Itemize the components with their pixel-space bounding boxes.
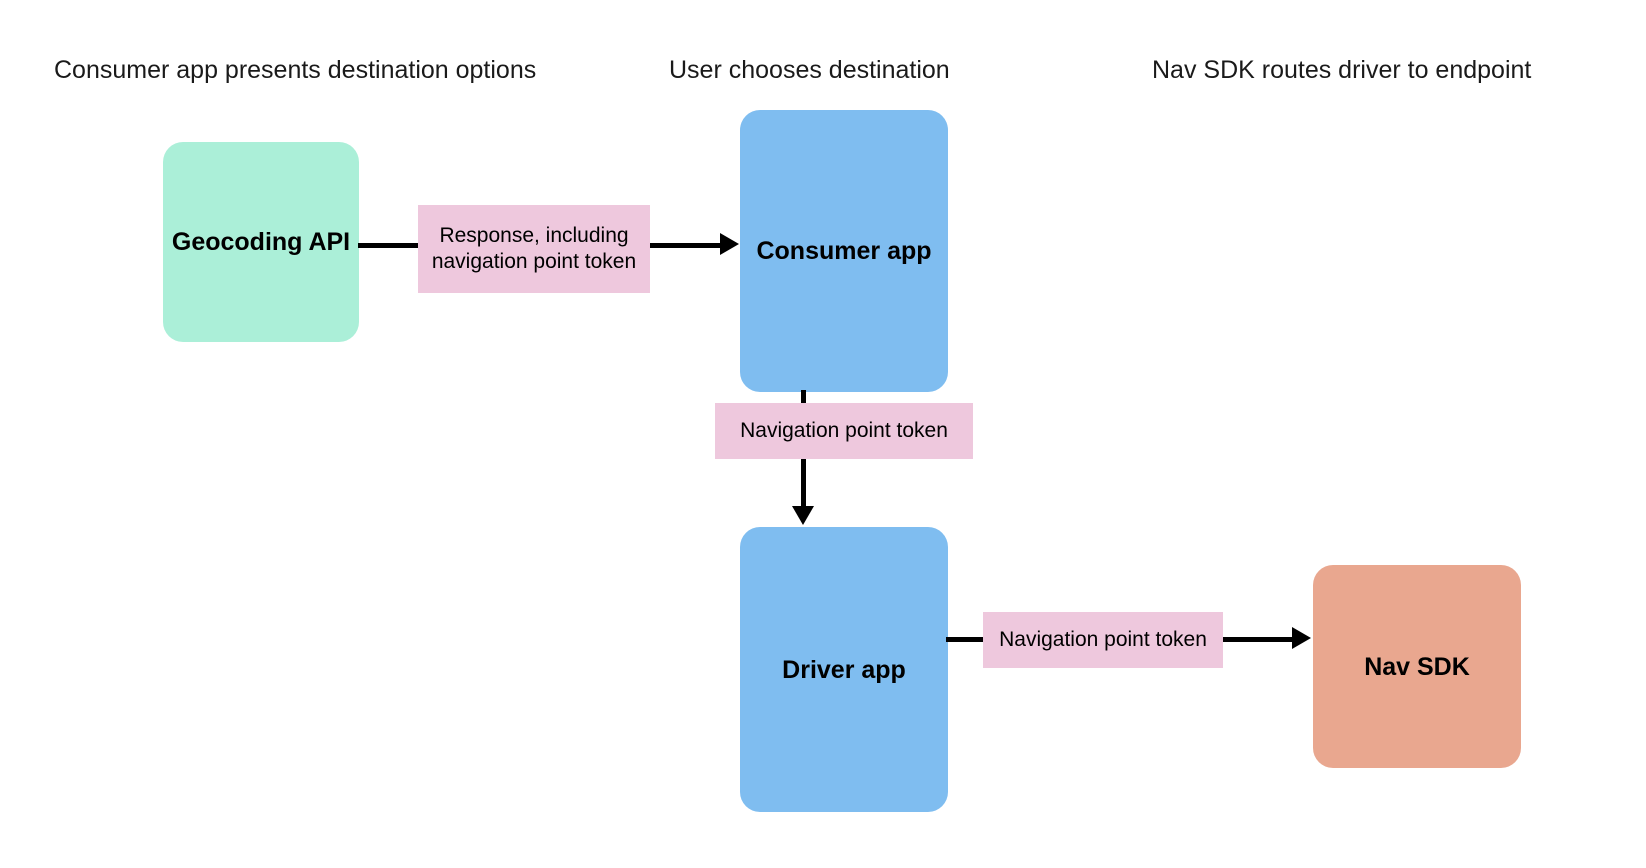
node-driver-app[interactable]: Driver app [740, 527, 948, 812]
edge-label-consumer-to-driver: Navigation point token [715, 403, 973, 459]
edge-label-text: Navigation point token [740, 419, 948, 442]
connector-label-to-consumer-app [648, 243, 723, 248]
node-label-geocoding-api: Geocoding API [171, 228, 351, 256]
connector-label-to-nav-sdk [1221, 637, 1296, 642]
node-label-driver-app: Driver app [782, 655, 906, 684]
edge-label-text: Response, including navigation point tok… [431, 224, 637, 273]
arrowhead-right-icon [720, 233, 739, 255]
column-caption-consumer: Consumer app presents destination option… [54, 56, 537, 84]
node-label-nav-sdk: Nav SDK [1364, 652, 1470, 681]
node-geocoding-api[interactable]: Geocoding API [163, 142, 359, 342]
connector-consumer-app-to-label [801, 390, 806, 408]
node-nav-sdk[interactable]: Nav SDK [1313, 565, 1521, 768]
arrowhead-down-icon [792, 506, 814, 525]
edge-label-text: Navigation point token [999, 628, 1207, 651]
connector-label-to-driver-app [801, 455, 806, 512]
connector-geocoding-to-label [358, 243, 420, 248]
column-caption-user: User chooses destination [669, 56, 950, 84]
column-caption-nav-sdk: Nav SDK routes driver to endpoint [1152, 56, 1532, 84]
arrowhead-right-icon [1292, 627, 1311, 649]
edge-label-geocoding-to-consumer: Response, including navigation point tok… [418, 205, 650, 293]
node-label-consumer-app: Consumer app [756, 237, 932, 265]
node-consumer-app[interactable]: Consumer app [740, 110, 948, 392]
connector-driver-app-to-label [946, 637, 986, 642]
edge-label-driver-to-nav-sdk: Navigation point token [983, 612, 1223, 668]
